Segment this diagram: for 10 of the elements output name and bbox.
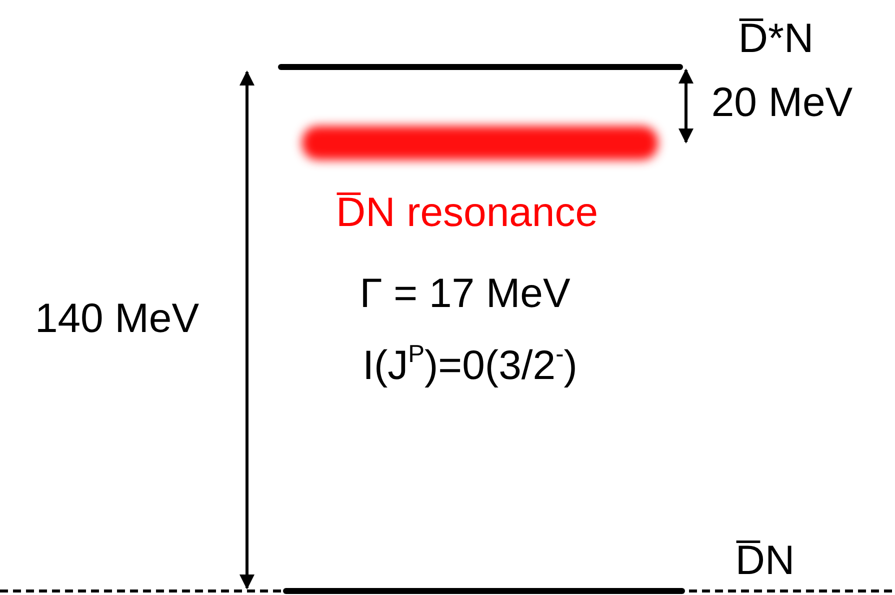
energy-gap-label: 140 MeV — [34, 298, 200, 339]
quantum-numbers-label: I(J$^{P}$)=0(3/2$^{-}$) — [362, 345, 578, 386]
energy-level-line — [283, 588, 685, 594]
width-label: Γ = 17 MeV — [360, 273, 570, 314]
resonance-band — [302, 126, 658, 160]
resonance-label: D̅N resonance — [336, 192, 598, 233]
level-label: D̅*N — [738, 18, 814, 59]
energy-gap-label: 20 MeV — [711, 82, 853, 123]
energy-level-line — [278, 64, 683, 70]
level-label: D̅N — [735, 540, 795, 581]
